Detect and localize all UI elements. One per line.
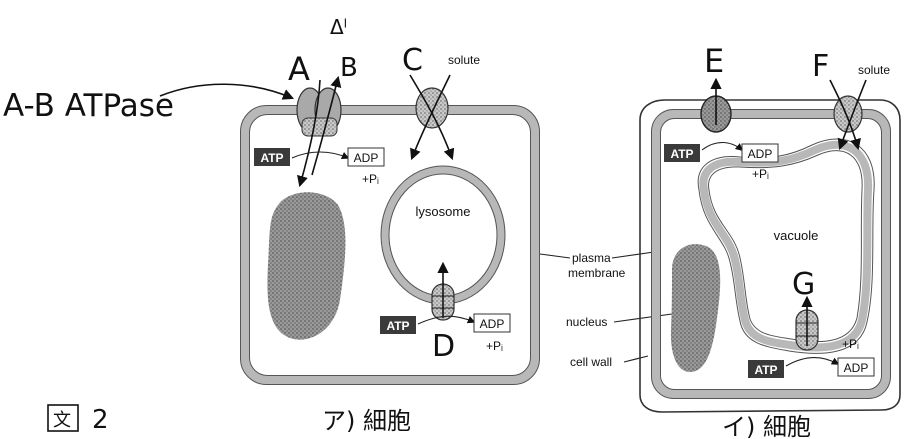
right-cell-caption: イ) 細胞	[722, 413, 811, 439]
plant-adp-label-bottom: ADP	[844, 361, 869, 375]
pi-label-top: +Pᵢ	[362, 172, 379, 186]
plant-adp-label-top: ADP	[748, 147, 773, 161]
plant-atp-to-adp-arrow-top	[702, 143, 742, 151]
plasma-membrane-leader-left	[540, 254, 570, 258]
atpase-pointer-arrow	[160, 84, 292, 98]
plant-atp-to-adp-arrow-bottom	[786, 357, 838, 366]
nucleus-label: nucleus	[566, 315, 607, 329]
label-g: G	[792, 267, 815, 302]
label-c: C	[402, 43, 423, 78]
atp-to-adp-arrow-top	[292, 152, 348, 158]
top-scribble: Δˡ	[330, 15, 347, 39]
solute-label-right: solute	[858, 63, 890, 77]
left-cell-caption: ア) 細胞	[322, 407, 411, 435]
cell-wall-leader	[624, 356, 648, 362]
adp-label-bottom: ADP	[480, 317, 505, 331]
plant-atp-label-top: ATP	[670, 147, 693, 161]
solute-label-left: solute	[448, 53, 480, 67]
label-b: B	[340, 53, 358, 83]
label-a: A	[288, 50, 310, 88]
figure-number: 2	[92, 405, 109, 435]
plant-atp-label-bottom: ATP	[754, 363, 777, 377]
figure-number-mark-icon: 文	[53, 410, 71, 431]
animal-cell: lysosome A B ATP ADP +Pᵢ C solute ATP	[241, 43, 540, 385]
plant-cell: vacuole E ATP ADP +Pᵢ F solute G ATP ADP…	[640, 42, 900, 412]
adp-label-top: ADP	[354, 151, 379, 165]
atp-label-top: ATP	[260, 151, 283, 165]
vacuole-label: vacuole	[774, 228, 819, 243]
atp-label-bottom: ATP	[386, 319, 409, 333]
label-d: D	[432, 329, 455, 364]
plasma-membrane-label-line1: plasma	[572, 251, 611, 265]
lysosome-label: lysosome	[416, 204, 471, 219]
cell-wall-label: cell wall	[570, 355, 612, 369]
plasma-membrane-leader-right	[612, 252, 654, 258]
animal-nucleus	[267, 192, 345, 339]
plasma-membrane-label-line2: membrane	[568, 266, 626, 280]
label-f: F	[812, 49, 829, 84]
nucleus-leader	[614, 314, 672, 322]
plant-pi-label-top: +Pᵢ	[752, 167, 769, 181]
pi-label-bottom: +Pᵢ	[486, 339, 503, 353]
vacuole-membrane	[703, 145, 868, 348]
atpase-note: A-B ATPase	[3, 88, 174, 124]
plant-nucleus	[671, 244, 720, 372]
label-e: E	[704, 42, 724, 80]
plant-pi-label-bottom: +Pᵢ	[842, 337, 859, 351]
